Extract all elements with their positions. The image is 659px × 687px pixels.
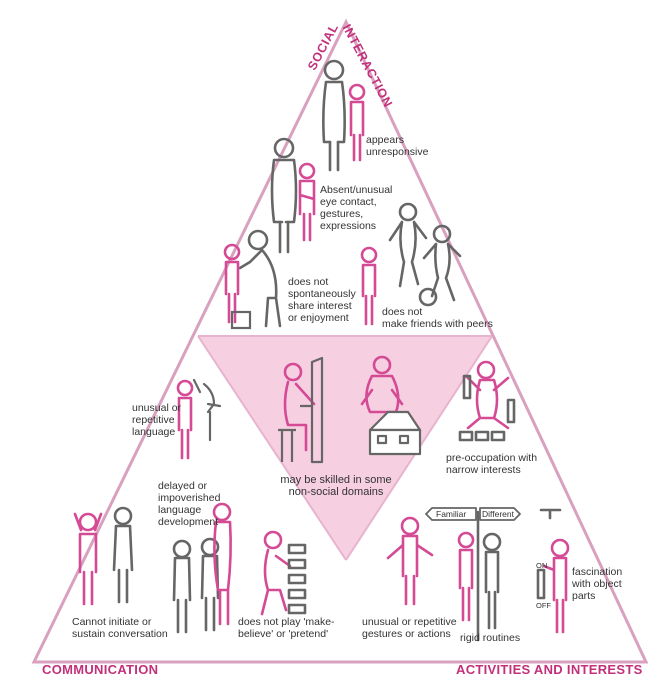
sign-familiar [425,507,477,521]
switch-off-text: OFF [536,601,551,610]
figure-adult-unresponsive [322,59,346,172]
figure-adult-eye-contact [270,137,298,254]
parrot-icon [192,378,222,442]
figure-child-eye-contact [298,162,316,242]
central-triangle [198,336,492,560]
toy-box-icon [230,310,252,330]
figure-object-parts [536,508,570,634]
label-cannot-converse: Cannot initiate or sustain conversation [72,616,168,640]
figure-child-no-friends [360,246,378,326]
figures-cannot-converse [73,506,134,606]
figures-language-delay [172,502,232,634]
figures-rigid-routines [457,510,502,642]
sign-familiar-text: Familiar [436,509,467,519]
figure-adult-share-interest [238,229,282,328]
label-repetitive-gestures: unusual or repetitive gestures or action… [362,616,457,640]
heading-communication: COMMUNICATION [42,662,159,677]
label-rigid-routines: rigid routines [460,632,521,644]
label-eye-contact: Absent/unusual eye contact, gestures, ex… [320,184,393,232]
label-not-pretend: does not play 'make- believe' or 'preten… [238,616,335,640]
model-house-icon [368,410,422,456]
label-no-friends: does not make friends with peers [382,306,493,330]
label-unusual-language: unusual or repetitive language [132,402,182,438]
signpost-icon [425,507,521,521]
figure-not-pretend [260,530,307,616]
label-language-delay: delayed or impoverished language develop… [158,480,221,528]
figure-child-unresponsive [348,83,366,162]
label-object-parts: fascination with object parts [572,566,623,602]
figure-repetitive-gestures [386,516,434,606]
label-skilled-non-social: may be skilled in some non-social domain… [280,474,392,498]
divider-left [197,335,347,561]
figure-playing-football [388,202,462,307]
outer-triangle [31,18,649,664]
switch-on-text: ON [536,561,548,570]
sign-different [479,507,521,521]
label-share-interest: does not spontaneously share interest or… [288,276,356,324]
sign-different-text: Different [482,509,514,519]
label-preoccupation: pre-occupation with narrow interests [446,452,538,476]
label-appears-unresponsive: appears unresponsive [366,134,429,158]
heading-activities-interests: ACTIVITIES AND INTERESTS [456,662,643,677]
figure-preoccupation [458,360,516,442]
piano-icon [278,356,324,464]
figure-child-share-interest [223,243,241,324]
figure-unusual-language [176,379,194,460]
